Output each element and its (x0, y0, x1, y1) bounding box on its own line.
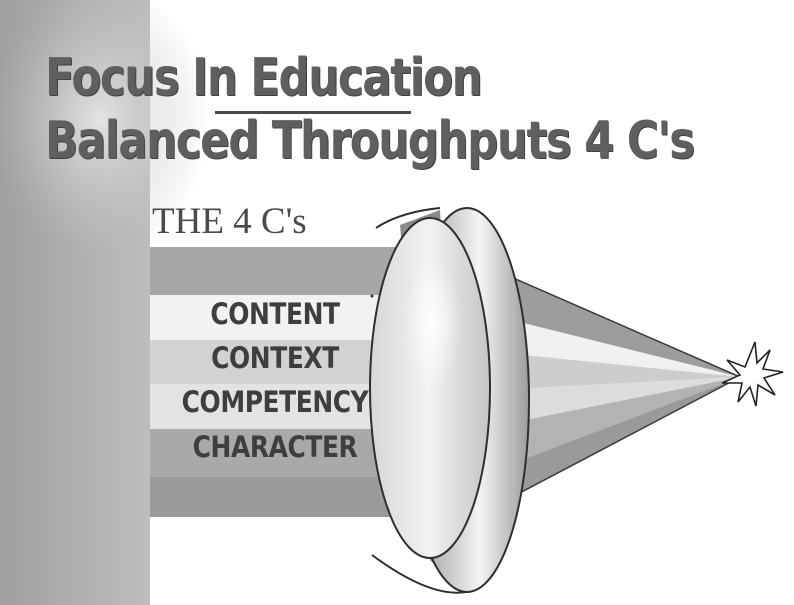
c-item-context: CONTEXT (211, 341, 339, 375)
title-underline (215, 111, 411, 114)
four-cs-heading: THE 4 C's (152, 201, 307, 242)
title-part-1: Focus (45, 48, 193, 108)
title-line-1: Focus In Education (45, 52, 483, 104)
c-item-character: CHARACTER (192, 430, 358, 464)
c-item-competency: COMPETENCY (181, 385, 369, 419)
wall-glow (0, 0, 210, 260)
title-line-2: Balanced Throughputs 4 C's (45, 111, 695, 171)
starburst-icon (721, 341, 784, 407)
lens (369, 207, 530, 594)
output-cone (494, 269, 742, 507)
c-item-content: CONTENT (210, 297, 340, 331)
title-part-2: In Educ (192, 48, 364, 108)
beam-speck (370, 294, 374, 298)
title-part-3: ation (362, 48, 482, 108)
